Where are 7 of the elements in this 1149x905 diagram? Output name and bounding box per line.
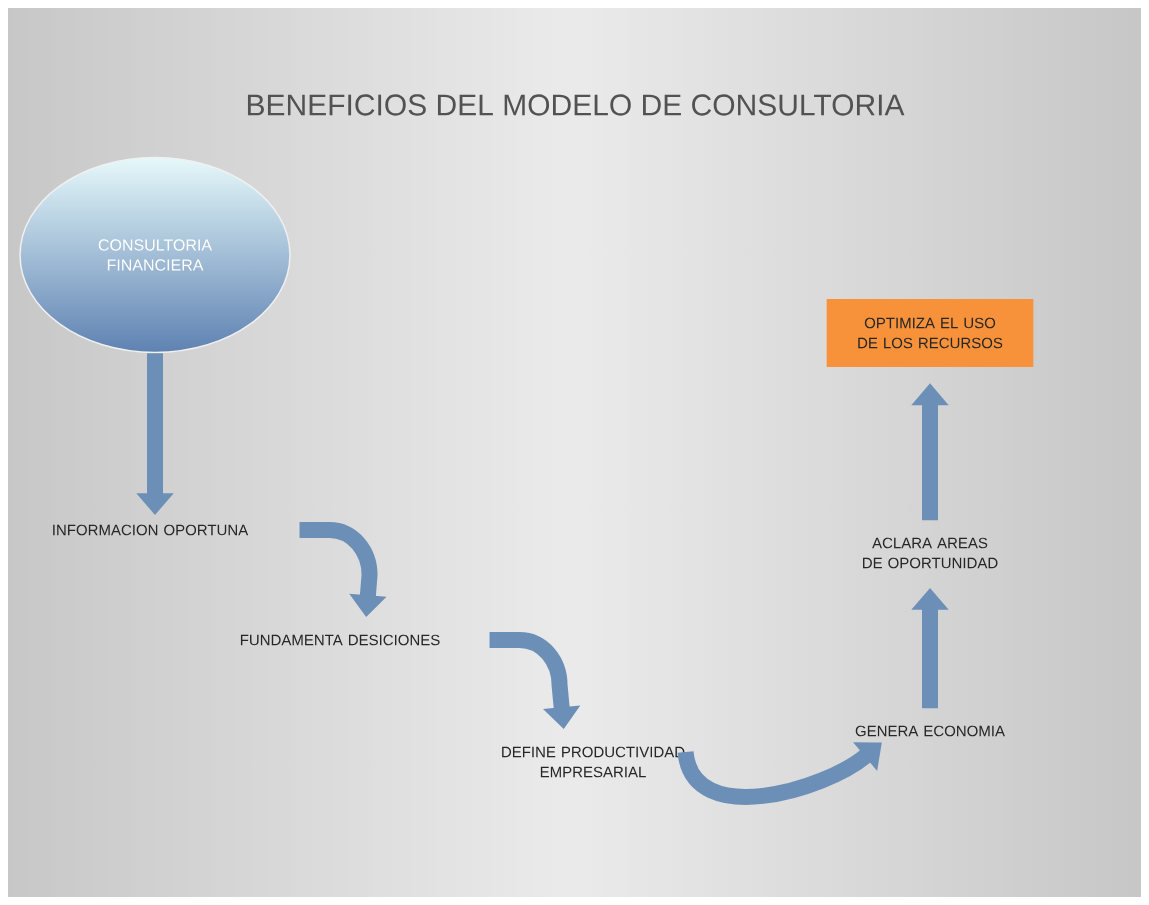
step-label: INFORMACION OPORTUNA — [53, 524, 249, 536]
highlight-box: OPTIMIZA EL USO DE LOS RECURSOS — [826, 299, 1034, 367]
step-label: ACLARA AREAS DE OPORTUNIDAD — [863, 537, 998, 569]
step-label: GENERA ECONOMIA — [855, 725, 1005, 737]
step-label: FUNDAMENTA DESICIONES — [240, 634, 440, 646]
step-label: DEFINE PRODUCTIVIDAD EMPRESARIAL — [502, 746, 685, 778]
title: BENEFICIOS DEL MODELO DE CONSULTORIA — [247, 94, 905, 116]
